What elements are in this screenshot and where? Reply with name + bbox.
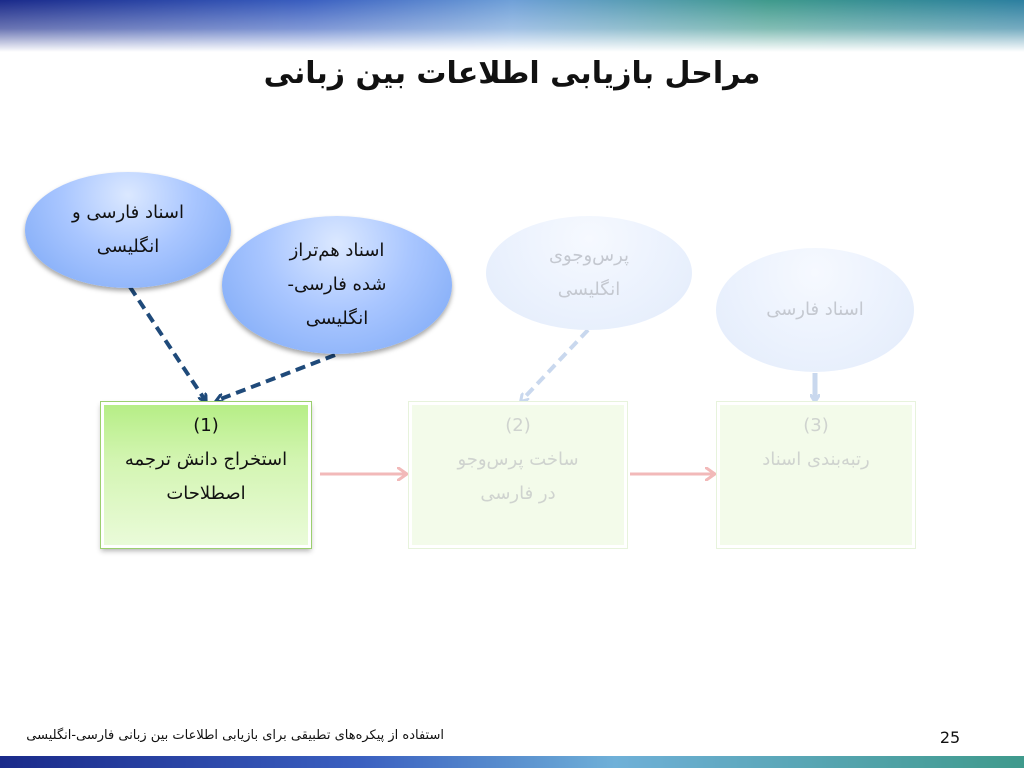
arrow-input1-to-stage1 (128, 285, 205, 400)
stage-2-build-query: (2) ساخت پرس‌وجو در فارسی (408, 401, 628, 549)
bottom-decorative-band (0, 756, 1024, 768)
slide-title: مراحل بازیابی اطلاعات بین زبانی (263, 56, 761, 91)
top-decorative-band (0, 0, 1024, 52)
stage-3-label: رتبه‌بندی اسناد (762, 449, 870, 470)
stage-1-extract-translation-knowledge: (1) استخراج دانش ترجمه اصطلاحات (100, 401, 312, 549)
page-number: 25 (939, 728, 961, 747)
arrow-input2-to-stage1 (218, 353, 336, 400)
arrow-input3-to-stage2 (522, 328, 590, 400)
footer-caption: استفاده از پیکره‌های تطبیقی برای بازیابی… (26, 728, 444, 743)
stage-1-number: (1) (193, 415, 219, 436)
stage-3-number: (3) (803, 415, 829, 436)
stage-2-label: ساخت پرس‌وجو در فارسی (457, 449, 579, 504)
input-english-query: پرس‌وجوی انگلیسی (486, 216, 692, 330)
input-persian-documents: اسناد فارسی (716, 248, 914, 372)
stage-1-label: استخراج دانش ترجمه اصطلاحات (124, 449, 288, 504)
stage-3-rank-documents: (3) رتبه‌بندی اسناد (716, 401, 916, 549)
input-persian-english-documents: اسناد فارسی و انگلیسی (25, 172, 231, 288)
stage-2-number: (2) (505, 415, 531, 436)
input-aligned-documents: اسناد هم‌تراز شده فارسی-انگلیسی (222, 216, 452, 354)
